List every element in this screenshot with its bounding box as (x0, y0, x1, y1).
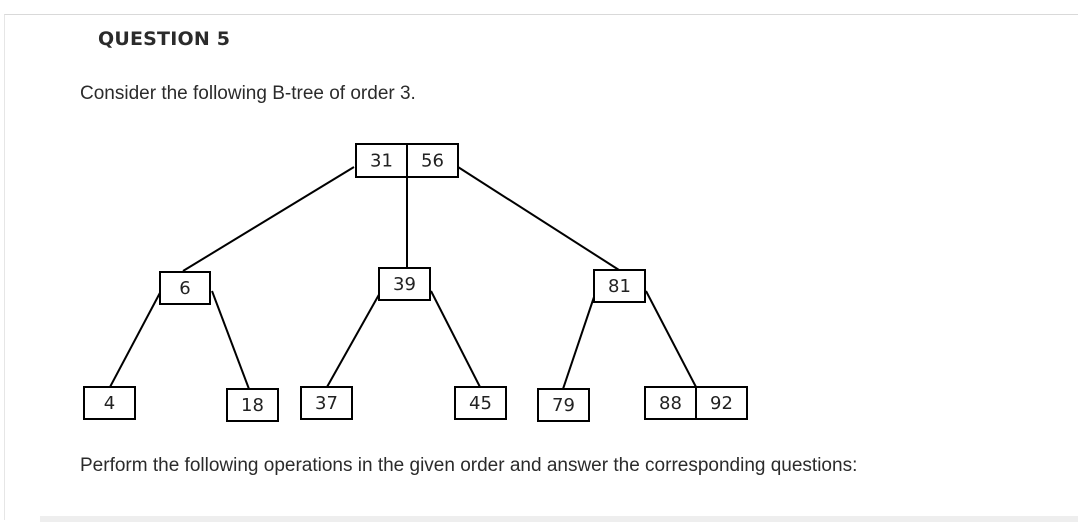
question-intro: Consider the following B-tree of order 3… (80, 83, 416, 104)
tree-edge-n6-n18 (211, 290, 250, 390)
question-instructions: Perform the following operations in the … (80, 455, 858, 476)
tree-node-root: 31 56 (355, 143, 459, 178)
tree-key-label: 45 (469, 393, 492, 414)
tree-key-cell (454, 386, 507, 420)
tree-key-label: 79 (552, 395, 575, 416)
tree-key-cell (355, 143, 408, 178)
question-title: QUESTION 5 (98, 28, 231, 50)
tree-node-n45: 45 (454, 386, 507, 420)
tree-key-cell (695, 386, 748, 420)
tree-edge-n39-n45 (430, 290, 481, 388)
tree-node-n6: 6 (159, 271, 211, 305)
tree-key-cell (226, 388, 279, 422)
tree-node-n37: 37 (300, 386, 353, 420)
tree-edge-root-n6 (182, 166, 355, 272)
tree-node-n4: 4 (83, 386, 136, 420)
tree-edge-n81-n79 (562, 296, 595, 390)
tree-key-cell (300, 386, 353, 420)
tree-key-cell (159, 271, 211, 305)
tree-edge-n81-n8892 (645, 290, 697, 388)
tree-key-label: 56 (421, 151, 444, 172)
tree-edge-n39-n37 (326, 290, 382, 388)
tree-key-label: 31 (370, 151, 393, 172)
tree-key-cell (593, 269, 646, 303)
tree-key-label: 92 (710, 393, 733, 414)
tree-key-cell (83, 386, 136, 420)
tree-key-label: 81 (608, 276, 631, 297)
tree-node-n81: 81 (593, 269, 646, 303)
tree-node-n8892: 88 92 (644, 386, 748, 420)
tree-key-label: 18 (241, 395, 264, 416)
question-panel (4, 14, 1078, 520)
tree-edge-n6-n4 (109, 288, 163, 388)
tree-key-label: 6 (179, 278, 190, 299)
tree-key-cell (537, 388, 590, 422)
tree-key-label: 37 (315, 393, 338, 414)
tree-key-cell (378, 267, 431, 301)
panel-bottom-edge (40, 516, 1078, 522)
tree-node-n39: 39 (378, 267, 431, 301)
tree-key-label: 39 (393, 274, 416, 295)
tree-key-label: 88 (659, 393, 682, 414)
tree-edge-root-n81 (457, 166, 620, 271)
tree-node-n79: 79 (537, 388, 590, 422)
tree-key-label: 4 (104, 393, 115, 414)
tree-node-n18: 18 (226, 388, 279, 422)
tree-key-cell (406, 143, 459, 178)
